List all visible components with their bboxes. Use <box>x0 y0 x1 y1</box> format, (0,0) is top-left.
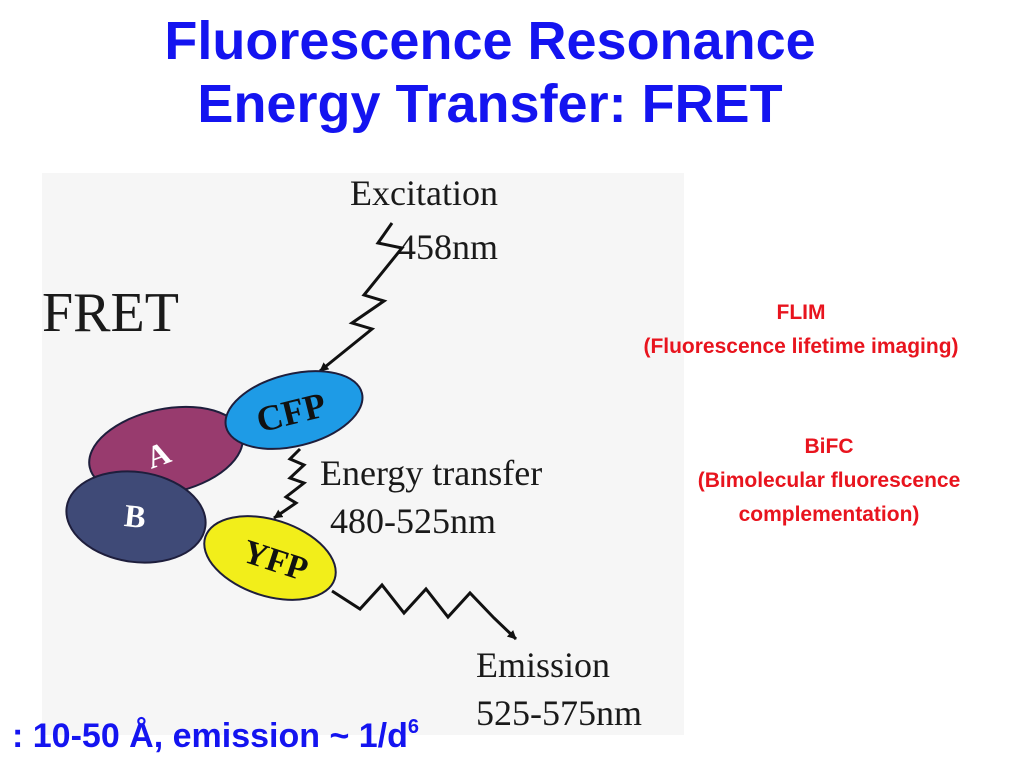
distance-footnote: : 10-50 Å, emission ~ 1/d6 <box>12 716 419 756</box>
flim-note: FLIM (Fluorescence lifetime imaging) <box>584 296 1018 364</box>
title-line-2: Energy Transfer: FRET <box>197 74 783 134</box>
energy-transfer-wavelength: 480-525nm <box>330 501 496 541</box>
energy-transfer-arrow <box>273 447 308 520</box>
emission-label: Emission <box>476 645 610 685</box>
molecule-b-label: B <box>123 497 148 535</box>
flim-title: FLIM <box>776 301 826 324</box>
fret-diagram: FRET Excitation 458nm A B CFP YFP Energy… <box>42 173 684 735</box>
molecule-b <box>65 470 207 564</box>
energy-transfer-label: Energy transfer <box>320 453 542 493</box>
page-title: Fluorescence Resonance Energy Transfer: … <box>0 10 980 136</box>
excitation-wavelength: 458nm <box>398 227 498 267</box>
distance-footnote-text: : 10-50 Å, emission ~ 1/d <box>12 717 408 755</box>
bifc-description-line-1: (Bimolecular fluorescence <box>697 469 961 492</box>
bifc-title: BiFC <box>804 435 854 458</box>
excitation-label: Excitation <box>350 173 498 213</box>
fret-label: FRET <box>42 282 179 344</box>
distance-footnote-exponent: 6 <box>407 716 420 738</box>
cfp-molecule <box>224 370 364 450</box>
excitation-arrow <box>319 222 405 373</box>
flim-description: (Fluorescence lifetime imaging) <box>643 335 959 358</box>
emission-arrow <box>331 582 518 641</box>
bifc-note: BiFC (Bimolecular fluorescence complemen… <box>640 430 1018 532</box>
emission-wavelength: 525-575nm <box>476 693 642 733</box>
yfp-molecule <box>203 515 337 601</box>
bifc-description-line-2: complementation) <box>738 503 920 526</box>
title-line-1: Fluorescence Resonance <box>164 11 816 71</box>
